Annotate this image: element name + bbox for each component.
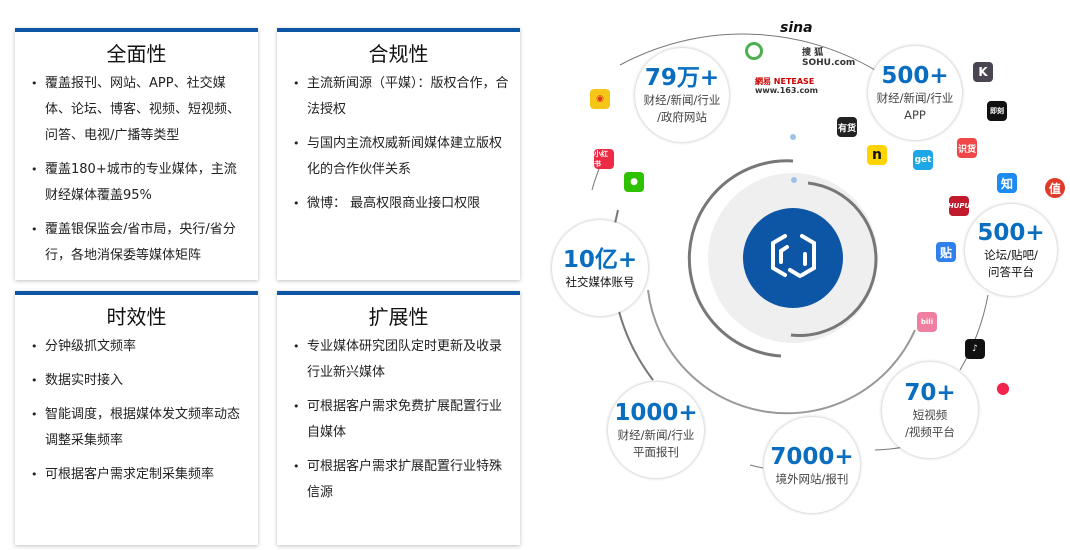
shihuo-icon: 识货 bbox=[957, 138, 977, 158]
k-app-icon: K bbox=[973, 62, 993, 82]
bilibili-icon: bili bbox=[917, 312, 937, 332]
list-item: 智能调度，根据媒体发文频率动态调整采集频率 bbox=[31, 402, 248, 454]
list-item: 数据实时接入 bbox=[31, 368, 248, 394]
list-item: 可根据客户需求定制采集频率 bbox=[31, 462, 248, 488]
card-title: 扩展性 bbox=[368, 305, 429, 329]
stat-bubble-social: 10亿+社交媒体账号 bbox=[552, 220, 648, 316]
smzdm-icon: 值 bbox=[1045, 178, 1065, 198]
card-compliance: 合规性 主流新闻源（平媒）：版权合作，合法授权与国内主流权威新闻媒体建立版权化的… bbox=[277, 28, 520, 280]
youhuo-icon: 有货 bbox=[837, 117, 857, 137]
stat-bubble-websites: 79万+财经/新闻/行业/政府网站 bbox=[635, 48, 729, 142]
card-extensibility: 扩展性 专业媒体研究团队定时更新及收录行业新兴媒体可根据客户需求免费扩展配置行业… bbox=[277, 291, 520, 545]
stat-bubble-print: 1000+财经/新闻/行业平面报刊 bbox=[608, 382, 704, 478]
tencent-news-icon bbox=[745, 42, 763, 60]
weibo-icon: ◉ bbox=[590, 89, 610, 109]
hupu-icon: HUPU bbox=[949, 196, 969, 216]
stat-bubble-video: 70+短视频/视频平台 bbox=[882, 362, 978, 458]
card-title: 全面性 bbox=[106, 42, 167, 66]
list-item: 主流新闻源（平媒）：版权合作，合法授权 bbox=[293, 71, 510, 123]
list-item: 分钟级抓文频率 bbox=[31, 334, 248, 360]
hexagon-logo-icon bbox=[771, 234, 816, 278]
wechat-icon: ● bbox=[624, 172, 644, 192]
tieba-icon: 贴 bbox=[936, 242, 956, 262]
n-app-icon: n bbox=[867, 145, 887, 165]
list-item: 覆盖报刊、网站、APP、社交媒体、论坛、博客、视频、短视频、问答、电视/广播等类… bbox=[31, 71, 248, 149]
zhihu-icon: 知 bbox=[997, 173, 1017, 193]
list-item: 与国内主流权威新闻媒体建立版权化的合作伙伴关系 bbox=[293, 131, 510, 183]
jike-icon: 即刻 bbox=[987, 101, 1007, 121]
stat-bubble-forums: 500+论坛/贴吧/问答平台 bbox=[965, 204, 1057, 296]
list-item: 可根据客户需求免费扩展配置行业自媒体 bbox=[293, 394, 510, 446]
sina-logo: sina bbox=[780, 20, 813, 36]
stat-bubble-overseas: 7000+境外网站/报刊 bbox=[764, 417, 860, 513]
card-comprehensive: 全面性 覆盖报刊、网站、APP、社交媒体、论坛、博客、视频、短视频、问答、电视/… bbox=[15, 28, 258, 280]
get-icon: get bbox=[913, 150, 933, 170]
card-timeliness: 时效性 分钟级抓文频率数据实时接入智能调度，根据媒体发文频率动态调整采集频率可根… bbox=[15, 291, 258, 545]
xiaohongshu-icon: 小红书 bbox=[594, 149, 614, 169]
tiktok-icon: ♪ bbox=[965, 339, 985, 359]
list-item: 覆盖银保监会/省市局，央行/省分行，各地消保委等媒体矩阵 bbox=[31, 217, 248, 269]
card-title: 时效性 bbox=[106, 305, 167, 329]
list-item: 可根据客户需求扩展配置行业特殊信源 bbox=[293, 454, 510, 506]
list-item: 专业媒体研究团队定时更新及收录行业新兴媒体 bbox=[293, 334, 510, 386]
kuaishou-icon: ● bbox=[993, 377, 1013, 397]
list-item: 覆盖180+城市的专业媒体，主流财经媒体覆盖95% bbox=[31, 157, 248, 209]
list-item: 微博： 最高权限商业接口权限 bbox=[293, 191, 510, 217]
card-title: 合规性 bbox=[368, 42, 429, 66]
